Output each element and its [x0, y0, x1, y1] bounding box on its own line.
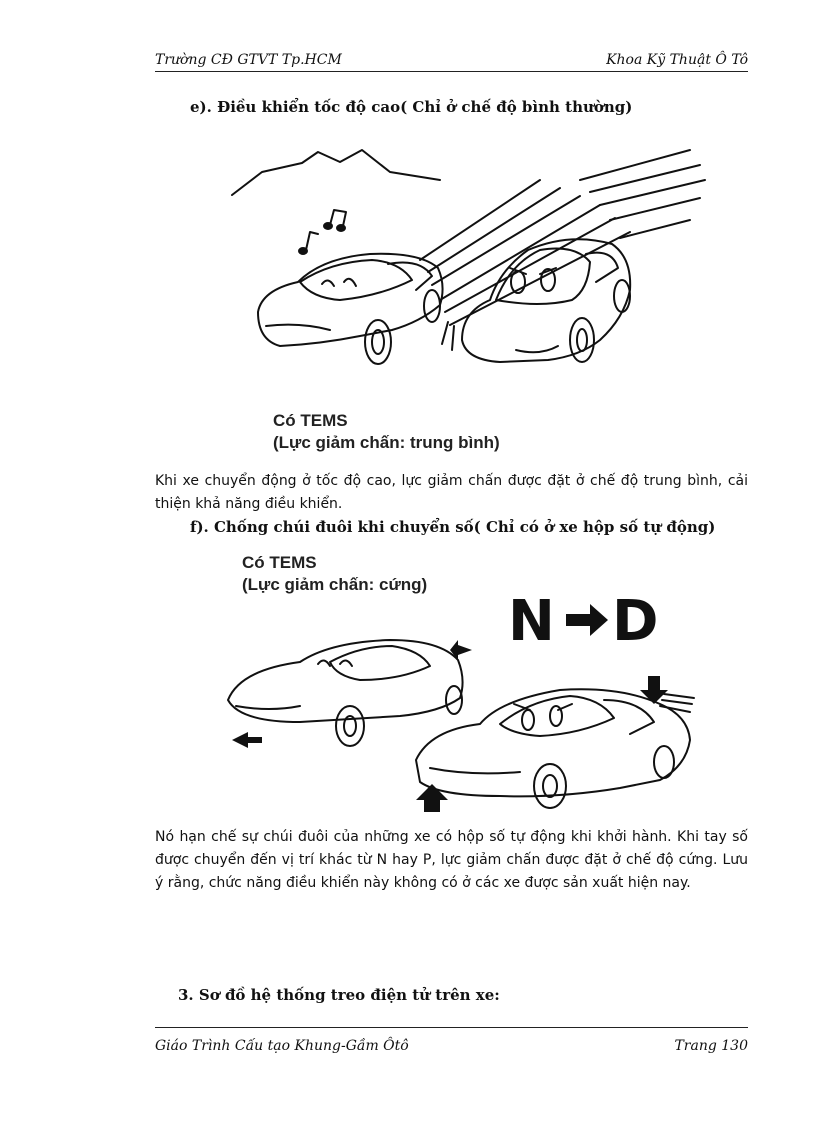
- footer-page-number: Trang 130: [674, 1038, 748, 1054]
- caption-f-line1: Có TEMS: [242, 553, 317, 572]
- paragraph-e: Khi xe chuyển động ở tốc độ cao, lực giả…: [155, 470, 748, 516]
- heading-3: 3. Sơ đồ hệ thống treo điện tử trên xe:: [178, 986, 500, 1004]
- heading-e: e). Điều khiển tốc độ cao( Chỉ ở chế độ …: [190, 98, 633, 116]
- paragraph-f-text: Nó hạn chế sự chúi đuôi của những xe có …: [155, 829, 748, 891]
- arrow-right-icon: [566, 604, 608, 636]
- header-department: Khoa Kỹ Thuật Ô Tô: [606, 52, 748, 68]
- caption-e-line2: (Lực giảm chấn: trung bình): [273, 433, 500, 452]
- paragraph-f: Nó hạn chế sự chúi đuôi của những xe có …: [155, 826, 748, 895]
- caption-f-line2: (Lực giảm chấn: cứng): [242, 575, 428, 594]
- shift-to-label: D: [612, 589, 658, 654]
- shift-from-label: N: [508, 589, 555, 654]
- footer-rule: [155, 1027, 748, 1028]
- footer-book-title: Giáo Trình Cấu tạo Khung-Gầm Ôtô: [155, 1038, 409, 1054]
- paragraph-e-text: Khi xe chuyển động ở tốc độ cao, lực giả…: [155, 473, 748, 512]
- heading-f: f). Chống chúi đuôi khi chuyển số( Chỉ c…: [190, 518, 716, 536]
- caption-e-line1: Có TEMS: [273, 411, 348, 430]
- header-rule: [155, 71, 748, 72]
- header-school: Trường CĐ GTVT Tp.HCM: [155, 52, 342, 68]
